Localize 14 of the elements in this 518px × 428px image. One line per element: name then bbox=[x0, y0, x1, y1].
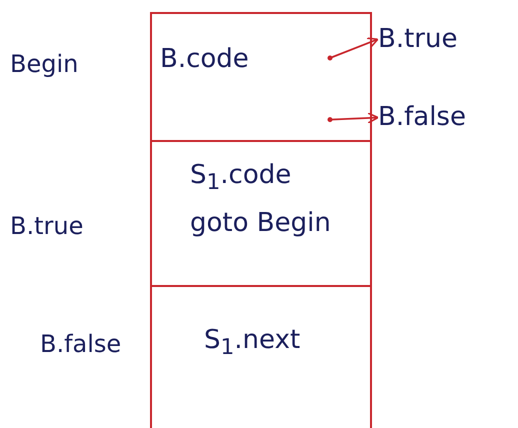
code-line: S$_{1}$.code bbox=[190, 160, 292, 196]
code-block bbox=[150, 285, 372, 428]
arrow bbox=[328, 112, 379, 124]
label-text: B.true bbox=[378, 24, 458, 56]
label-text: Begin bbox=[10, 50, 78, 78]
code-block bbox=[150, 12, 372, 142]
label-text: B.true bbox=[10, 212, 84, 240]
label-text: B.false bbox=[40, 330, 122, 358]
label-text: B.false bbox=[378, 102, 466, 134]
code-line: B.code bbox=[160, 44, 249, 76]
code-line: S$_{1}$.next bbox=[204, 325, 300, 362]
arrow bbox=[328, 37, 379, 60]
code-line: goto Begin bbox=[190, 208, 331, 240]
code-block bbox=[150, 140, 372, 287]
